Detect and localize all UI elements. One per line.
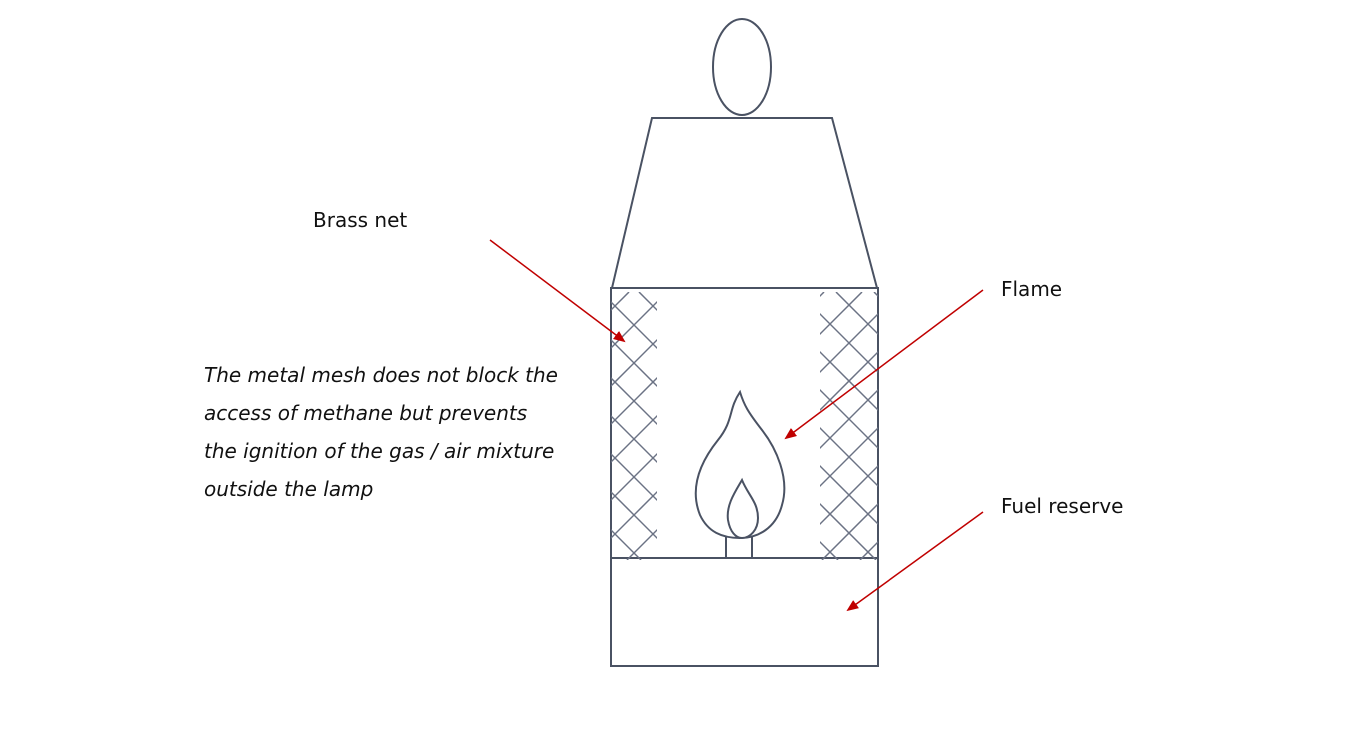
metal-mesh-explanation: The metal mesh does not block the access… xyxy=(204,356,624,508)
mesh-wire xyxy=(873,292,878,298)
mesh-wire xyxy=(820,312,878,374)
lamp-top-ring xyxy=(712,18,772,116)
brass-net-right-mesh xyxy=(820,292,1365,560)
mesh-wire xyxy=(1140,292,1365,560)
mesh-wire xyxy=(936,292,1204,560)
explanation-line: the ignition of the gas / air mixture xyxy=(204,439,555,463)
mesh-wire xyxy=(820,502,877,560)
mesh-wire xyxy=(835,292,878,336)
brass-net-label: Brass net xyxy=(313,208,408,232)
mesh-wire xyxy=(867,292,1135,560)
mesh-wire xyxy=(1102,292,1365,560)
mesh-wire xyxy=(988,292,1256,560)
fuel-reserve-arrow xyxy=(846,511,984,612)
flame-inner-shape xyxy=(726,477,760,540)
mesh-wire xyxy=(1026,292,1294,560)
mesh-wire xyxy=(820,350,878,412)
explanation-line: access of methane but prevents xyxy=(204,401,528,425)
mesh-wire xyxy=(791,292,1059,560)
mesh-wire xyxy=(820,464,878,526)
mesh-wire xyxy=(753,292,1021,560)
brass-net-arrow xyxy=(489,239,626,343)
mesh-wire xyxy=(1064,292,1332,560)
mesh-wire xyxy=(820,388,878,450)
mesh-wire xyxy=(820,426,878,488)
mesh-wire xyxy=(611,414,657,464)
mesh-wire xyxy=(611,300,657,350)
mesh-wire xyxy=(820,312,878,374)
mesh-wire xyxy=(611,490,657,540)
mesh-wire xyxy=(829,292,1097,560)
mesh-wire xyxy=(898,292,1166,560)
flame-arrow xyxy=(784,289,984,440)
mesh-wire xyxy=(821,502,878,560)
mesh-wire xyxy=(820,464,878,526)
wick-holder xyxy=(725,535,753,559)
lamp-body xyxy=(610,287,879,667)
explanation-line: The metal mesh does not block the xyxy=(204,363,558,387)
lamp-hood xyxy=(610,117,879,289)
mesh-wire xyxy=(611,414,657,464)
mesh-wire xyxy=(859,540,878,560)
mesh-wire xyxy=(912,292,1180,560)
mesh-wire xyxy=(820,388,878,450)
mesh-wire xyxy=(950,292,1218,560)
mesh-wire xyxy=(905,292,1173,560)
explanation-line: outside the lamp xyxy=(204,477,374,501)
flame-label: Flame xyxy=(1001,277,1063,301)
fuel-reserve-label: Fuel reserve xyxy=(1001,494,1124,518)
